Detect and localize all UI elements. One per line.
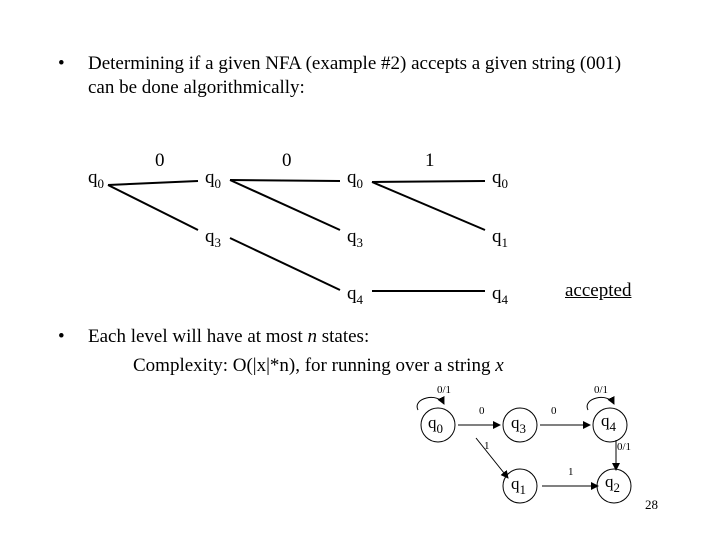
nfa-node-q1: q1 [511, 474, 526, 497]
trace-state-l2-q4: q4 [347, 283, 363, 307]
trace-state-l2-q3: q3 [347, 226, 363, 250]
trace-state-l3-q4: q4 [492, 283, 508, 307]
bullet-2-line-1: Each level will have at most n states: [88, 326, 370, 347]
nfa-node-q2-circle [596, 468, 632, 504]
nfa-label-q3-q1: 1 [484, 440, 490, 452]
accepted-label: accepted [565, 280, 632, 301]
nfa-node-q0: q0 [428, 413, 443, 436]
nfa-node-q0-circle [420, 407, 456, 443]
nfa-loop-q4 [586, 395, 615, 411]
bullet-marker-2: • [58, 326, 65, 347]
trace-symbol-1: 0 [155, 150, 165, 171]
bullet-1-line-2: can be done algorithmically: [88, 77, 305, 98]
trace-edge-l2q0-l3q1 [371, 181, 486, 231]
nfa-node-q3: q3 [511, 413, 526, 436]
bullet-2-line-2: Complexity: O(|x|*n), for running over a… [133, 355, 504, 376]
nfa-label-q0-loop: 0/1 [437, 384, 452, 396]
trace-edge-l0q0-l1q3 [107, 184, 199, 231]
nfa-label-q4-loop: 0/1 [594, 384, 609, 396]
bullet-marker-1: • [58, 53, 65, 74]
trace-state-l2-q0: q0 [347, 167, 363, 191]
trace-symbol-2: 0 [282, 150, 292, 171]
nfa-label-q3-q4: 0 [551, 405, 557, 417]
trace-state-l1-q3: q3 [205, 226, 221, 250]
trace-state-l1-q0: q0 [205, 167, 221, 191]
trace-state-l0-q0: q0 [88, 167, 104, 191]
bullet-1-line-1: Determining if a given NFA (example #2) … [88, 53, 622, 74]
nfa-edge-q3-q1 [475, 437, 509, 479]
nfa-label-q4-q2: 0/1 [617, 441, 632, 453]
nfa-node-q1-circle [502, 468, 538, 504]
trace-edge-l1q0-l2q0 [229, 179, 341, 182]
nfa-node-q4: q4 [601, 411, 616, 434]
nfa-label-q0-q3: 0 [479, 405, 485, 417]
trace-state-l3-q1: q1 [492, 226, 508, 250]
trace-state-l3-q0: q0 [492, 167, 508, 191]
trace-edge-l1q0-l2q3 [229, 179, 341, 231]
trace-edge-l1q3-l2q4 [229, 237, 341, 291]
nfa-node-q3-circle [502, 407, 538, 443]
nfa-node-q2: q2 [605, 472, 620, 495]
trace-edge-l0q0-l1q0 [107, 180, 199, 186]
page-number: 28 [645, 497, 658, 512]
nfa-label-q1-q2: 1 [568, 466, 574, 478]
trace-edge-l2q0-l3q0 [371, 180, 486, 183]
nfa-loop-q0 [416, 395, 445, 411]
trace-symbol-3: 1 [425, 150, 435, 171]
nfa-node-q4-circle [592, 407, 628, 443]
